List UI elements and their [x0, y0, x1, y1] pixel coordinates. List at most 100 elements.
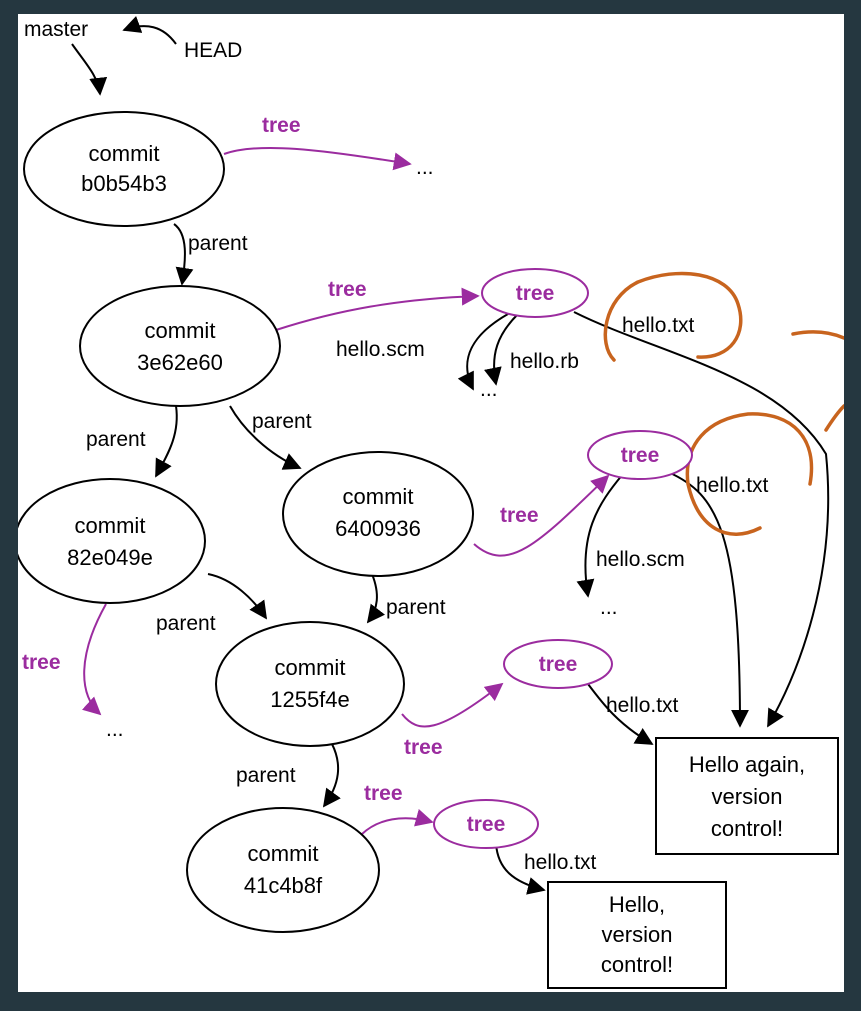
file-edge-tree1-scm	[457, 313, 509, 391]
tree-label-c4: tree	[500, 504, 539, 527]
commit-hash: 1255f4e	[270, 687, 350, 712]
tree-node-label: tree	[467, 813, 506, 836]
file-edge-tree3-txt	[587, 683, 654, 745]
ellipsis-c3-tree: ...	[106, 718, 124, 741]
tree-node-4: tree	[433, 799, 539, 849]
commit-hash: 41c4b8f	[244, 873, 323, 898]
file-label-hello-txt-3: hello.txt	[606, 694, 679, 717]
blob-line: Hello,	[609, 892, 665, 917]
tree-node	[433, 799, 539, 849]
commit-c2: commit 3e62e60	[79, 285, 281, 407]
tree-node-1: tree	[481, 268, 589, 318]
tree-edge-c3	[81, 603, 107, 716]
commit-node	[79, 285, 281, 407]
file-label-hello-txt-4: hello.txt	[524, 851, 597, 874]
blob-hello: Hello, version control!	[547, 881, 727, 989]
tree-edge-c2	[275, 287, 480, 331]
commit-word: commit	[248, 841, 319, 866]
commit-word: commit	[343, 484, 414, 509]
commit-word: commit	[89, 141, 160, 166]
parent-edge-c2-c3	[155, 405, 178, 478]
tree-node-label: tree	[516, 282, 555, 305]
highlight-circle-1	[603, 271, 743, 362]
commit-node	[215, 621, 405, 747]
tree-label-c1: tree	[262, 114, 301, 137]
tree-label-c2: tree	[328, 278, 367, 301]
blob-hello-again: Hello again, version control!	[655, 737, 839, 855]
master-to-commit-edge	[71, 43, 108, 96]
tree-node-2: tree	[587, 430, 693, 480]
tree-node-label: tree	[621, 444, 660, 467]
commit-c4: commit 6400936	[282, 451, 474, 577]
commit-hash: b0b54b3	[81, 171, 167, 196]
parent-label-c2-right: parent	[252, 410, 312, 433]
commit-c6: commit 41c4b8f	[186, 807, 380, 933]
tree-edge-c5	[401, 682, 504, 728]
tree-edge-c6	[361, 809, 434, 835]
commit-node	[18, 478, 206, 604]
parent-edge-c1-c2	[173, 223, 194, 286]
parent-label-c2-left: parent	[86, 428, 146, 451]
commit-word: commit	[75, 513, 146, 538]
master-label: master	[24, 18, 88, 41]
tree-label-c5: tree	[404, 736, 443, 759]
commit-node	[23, 111, 225, 227]
commit-c5: commit 1255f4e	[215, 621, 405, 747]
blob-line: version	[602, 922, 673, 947]
commit-hash: 3e62e60	[137, 350, 223, 375]
head-label: HEAD	[184, 39, 242, 62]
parent-edge-c5-c6	[322, 743, 341, 808]
commit-c3: commit 82e049e	[18, 478, 206, 604]
file-edge-tree2-txt	[667, 471, 749, 728]
parent-edge-c3-c5	[207, 573, 268, 620]
blob-line: control!	[711, 816, 783, 841]
file-label-hello-scm-2: hello.scm	[596, 548, 685, 571]
commit-word: commit	[275, 655, 346, 680]
graph-svg: commit b0b54b3 commit 3e62e60 commit 82e…	[18, 16, 844, 989]
tree-label-c3: tree	[22, 651, 61, 674]
highlight-stroke-2	[824, 404, 844, 432]
ellipsis-c1-tree: ...	[416, 156, 434, 179]
file-edge-tree1-txt	[573, 311, 830, 728]
commit-word: commit	[145, 318, 216, 343]
tree-node	[481, 268, 589, 318]
blob-line: Hello again,	[689, 752, 805, 777]
commit-hash: 82e049e	[67, 545, 153, 570]
tree-node-3: tree	[503, 639, 613, 689]
commit-c1: commit b0b54b3	[23, 111, 225, 227]
git-object-graph: commit b0b54b3 commit 3e62e60 commit 82e…	[18, 14, 844, 992]
parent-label-c4: parent	[386, 596, 446, 619]
blob-line: version	[712, 784, 783, 809]
file-label-hello-txt-2: hello.txt	[696, 474, 769, 497]
blob-line: control!	[601, 952, 673, 977]
head-to-master-edge	[122, 16, 177, 45]
ellipsis-tree1: ...	[480, 378, 498, 401]
parent-label-c1: parent	[188, 232, 248, 255]
blob-box	[547, 881, 727, 989]
parent-edge-c2-c4	[229, 405, 302, 470]
tree-label-c6: tree	[364, 782, 403, 805]
parent-edge-c4-c5	[366, 573, 386, 624]
tree-node-label: tree	[539, 653, 578, 676]
blob-box	[655, 737, 839, 855]
tree-edges	[81, 146, 610, 835]
ellipsis-tree2: ...	[600, 596, 618, 619]
file-label-hello-scm-1: hello.scm	[336, 338, 425, 361]
highlight-marks	[603, 271, 844, 536]
highlight-circle-2	[685, 412, 814, 536]
parent-label-c5: parent	[236, 764, 296, 787]
file-edge-tree2-scm	[576, 473, 624, 598]
file-label-hello-txt-1: hello.txt	[622, 314, 695, 337]
file-edge-tree1-rb	[484, 313, 519, 386]
commit-node	[186, 807, 380, 933]
parent-label-c3: parent	[156, 612, 216, 635]
commit-hash: 6400936	[335, 516, 421, 541]
file-edge-tree4-txt	[495, 843, 546, 895]
commit-node	[282, 451, 474, 577]
tree-node	[503, 639, 613, 689]
tree-edge-c4	[473, 474, 610, 557]
parent-edges	[71, 16, 830, 895]
tree-edge-c1	[223, 146, 412, 171]
highlight-stroke-1	[791, 330, 844, 340]
tree-node	[587, 430, 693, 480]
